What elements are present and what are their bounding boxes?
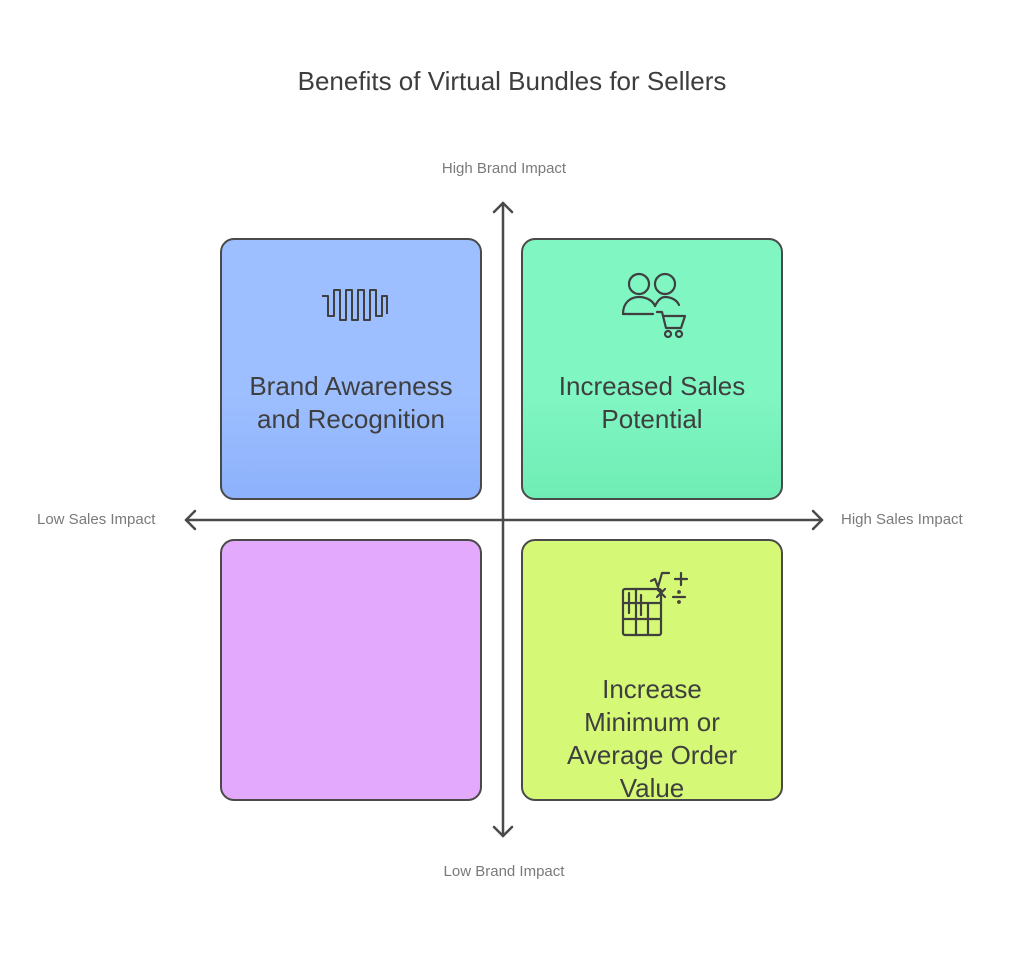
customers-cart-icon [621,272,687,339]
quadrant-label-line: Brand Awareness [249,371,453,401]
quadrant-bottom-left [220,539,482,801]
quadrant-bottom-right-label: Increase Minimum or Average Order Value [533,673,771,805]
quadrant-label-line: Increase [602,674,702,704]
page-title: Benefits of Virtual Bundles for Sellers [297,66,727,96]
axis-label-top: High Brand Impact [441,160,567,177]
quadrant-label-line: Average Order [566,740,738,770]
arrow-right-icon [811,509,824,531]
axis-label-bottom: Low Brand Impact [443,863,565,880]
calculator-math-icon [621,571,689,637]
quadrant-label-line: Value [619,773,685,803]
arrow-left-icon [184,509,197,531]
waveform-icon [322,289,388,321]
arrow-down-icon [492,825,514,838]
quadrant-top-right: Increased Sales Potential [521,238,783,500]
quadrant-bottom-right: Increase Minimum or Average Order Value [521,539,783,803]
axis-label-right: High Sales Impact [841,511,963,528]
arrow-up-icon [492,201,514,214]
axis-label-left: Low Sales Impact [37,511,156,528]
quadrant-label-line: and Recognition [257,404,445,434]
quadrant-top-left-label: Brand Awareness and Recognition [232,370,470,436]
quadrant-top-right-label: Increased Sales Potential [533,370,771,436]
quadrant-top-left: Brand Awareness and Recognition [220,238,482,500]
quadrant-label-line: Increased Sales [558,371,746,401]
quadrant-label-line: Potential [601,404,703,434]
quadrant-label-line: Minimum or [584,707,720,737]
